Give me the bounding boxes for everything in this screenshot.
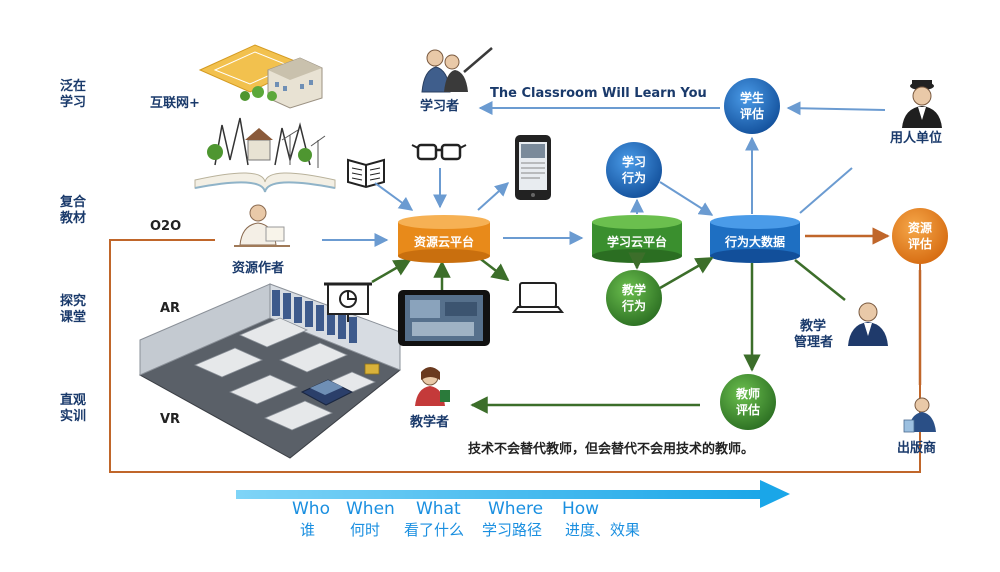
arrow-resource-to-phone bbox=[477, 182, 510, 211]
teaching-manager-figure bbox=[848, 302, 888, 346]
label-teaching-manager-1: 教学 bbox=[799, 318, 826, 334]
presentation-board-icon bbox=[324, 282, 372, 322]
node-behavior-bigdata-label: 行为大数据 bbox=[724, 234, 785, 249]
node-resource-eval-line2: 评估 bbox=[908, 236, 932, 251]
arrow-employer-to-student-eval bbox=[786, 101, 886, 116]
arrow-teaching-behavior-to-bigdata bbox=[659, 256, 714, 290]
footer-quote: 技术不会替代教师，但会替代不会用技术的教师。 bbox=[468, 441, 754, 457]
wh-en-where: Where bbox=[488, 499, 543, 519]
node-teacher-eval-line2: 评估 bbox=[736, 402, 760, 417]
node-learning-behavior-line1: 学习 bbox=[622, 154, 646, 169]
node-learning-cloud[interactable]: 学习云平台 bbox=[592, 215, 682, 263]
teacher-figure bbox=[415, 367, 450, 406]
line-bigdata-to-manager bbox=[794, 259, 846, 301]
employer-figure bbox=[902, 80, 942, 128]
car-model bbox=[300, 379, 354, 406]
node-learning-behavior-line2: 行为 bbox=[621, 170, 646, 185]
side-labels: 泛在 学习 复合 教材 探究 课堂 直观 实训 bbox=[59, 78, 87, 424]
wh-cn-when: 何时 bbox=[350, 521, 380, 539]
open-book-illustration bbox=[194, 117, 336, 193]
laptop-icon bbox=[511, 282, 565, 313]
wh-en-how: How bbox=[562, 499, 599, 519]
arrow-board-to-resource bbox=[371, 258, 412, 284]
label-teaching-manager-2: 管理者 bbox=[794, 334, 833, 350]
node-teaching-behavior-line2: 行为 bbox=[621, 298, 646, 313]
arrow-learning-behavior-to-bigdata bbox=[659, 181, 714, 216]
wh-cn-what: 看了什么 bbox=[404, 521, 464, 539]
node-teacher-eval-line1: 教师 bbox=[735, 386, 760, 401]
side-label-ubiquitous-1: 泛在 bbox=[60, 78, 86, 94]
label-ar: AR bbox=[160, 301, 180, 316]
node-resource-cloud[interactable]: 资源云平台 bbox=[398, 215, 490, 263]
node-resource-eval-line1: 资源 bbox=[908, 220, 932, 235]
wh-cn-where: 学习路径 bbox=[482, 521, 542, 539]
side-label-training-1: 直观 bbox=[60, 392, 86, 408]
node-teacher-eval[interactable]: 教师 评估 bbox=[720, 374, 776, 430]
arrow-book-to-resource bbox=[374, 182, 414, 211]
label-learner: 学习者 bbox=[420, 98, 459, 114]
wh-cn-how: 进度、效果 bbox=[565, 521, 640, 539]
wh-en-who: Who bbox=[292, 499, 330, 519]
node-learning-cloud-label: 学习云平台 bbox=[607, 234, 667, 249]
arrow-resource-to-laptop bbox=[477, 256, 510, 282]
side-label-training-2: 实训 bbox=[60, 408, 86, 424]
bottom-wh-labels: Who When What Where How 谁 何时 看了什么 学习路径 进… bbox=[292, 499, 640, 539]
label-publisher: 出版商 bbox=[897, 440, 936, 456]
side-label-inquiry-1: 探究 bbox=[60, 293, 86, 309]
learner-figure bbox=[421, 47, 493, 93]
label-teacher: 教学者 bbox=[409, 414, 449, 430]
line-bigdata-to-employer bbox=[799, 167, 853, 214]
publisher-figure bbox=[903, 397, 936, 433]
resource-author-figure bbox=[234, 204, 290, 247]
node-student-eval-line1: 学生 bbox=[740, 90, 764, 105]
label-employer: 用人单位 bbox=[889, 130, 942, 146]
label-o2o: O2O bbox=[150, 219, 181, 234]
bottom-timeline-arrow bbox=[236, 480, 790, 508]
node-resource-cloud-label: 资源云平台 bbox=[414, 234, 474, 249]
node-resource-eval[interactable]: 资源 评估 bbox=[892, 208, 948, 264]
tablet-icon bbox=[398, 290, 490, 346]
node-learning-behavior[interactable]: 学习 行为 bbox=[606, 142, 662, 198]
node-teaching-behavior-line1: 教学 bbox=[621, 282, 646, 297]
internet-plus-illustration bbox=[198, 44, 323, 109]
side-label-inquiry-2: 课堂 bbox=[60, 309, 86, 325]
node-student-eval-line2: 评估 bbox=[740, 106, 764, 121]
side-label-composite-1: 复合 bbox=[59, 194, 87, 210]
smartphone-icon bbox=[515, 135, 551, 200]
wh-cn-who: 谁 bbox=[300, 521, 315, 539]
label-slogan: The Classroom Will Learn You bbox=[490, 86, 707, 101]
node-teaching-behavior[interactable]: 教学 行为 bbox=[606, 270, 662, 326]
node-student-eval[interactable]: 学生 评估 bbox=[724, 78, 780, 134]
node-behavior-bigdata[interactable]: 行为大数据 bbox=[710, 215, 800, 263]
label-resource-author: 资源作者 bbox=[232, 260, 284, 276]
label-internet-plus: 互联网+ bbox=[150, 96, 200, 111]
label-vr: VR bbox=[160, 412, 180, 427]
side-label-composite-2: 教材 bbox=[59, 210, 86, 226]
side-label-ubiquitous-2: 学习 bbox=[60, 94, 86, 110]
book-icon bbox=[347, 158, 385, 189]
wh-en-what: What bbox=[416, 499, 461, 519]
training-room-illustration bbox=[138, 283, 401, 459]
wh-en-when: When bbox=[346, 499, 395, 519]
vr-glasses-icon bbox=[411, 143, 467, 161]
